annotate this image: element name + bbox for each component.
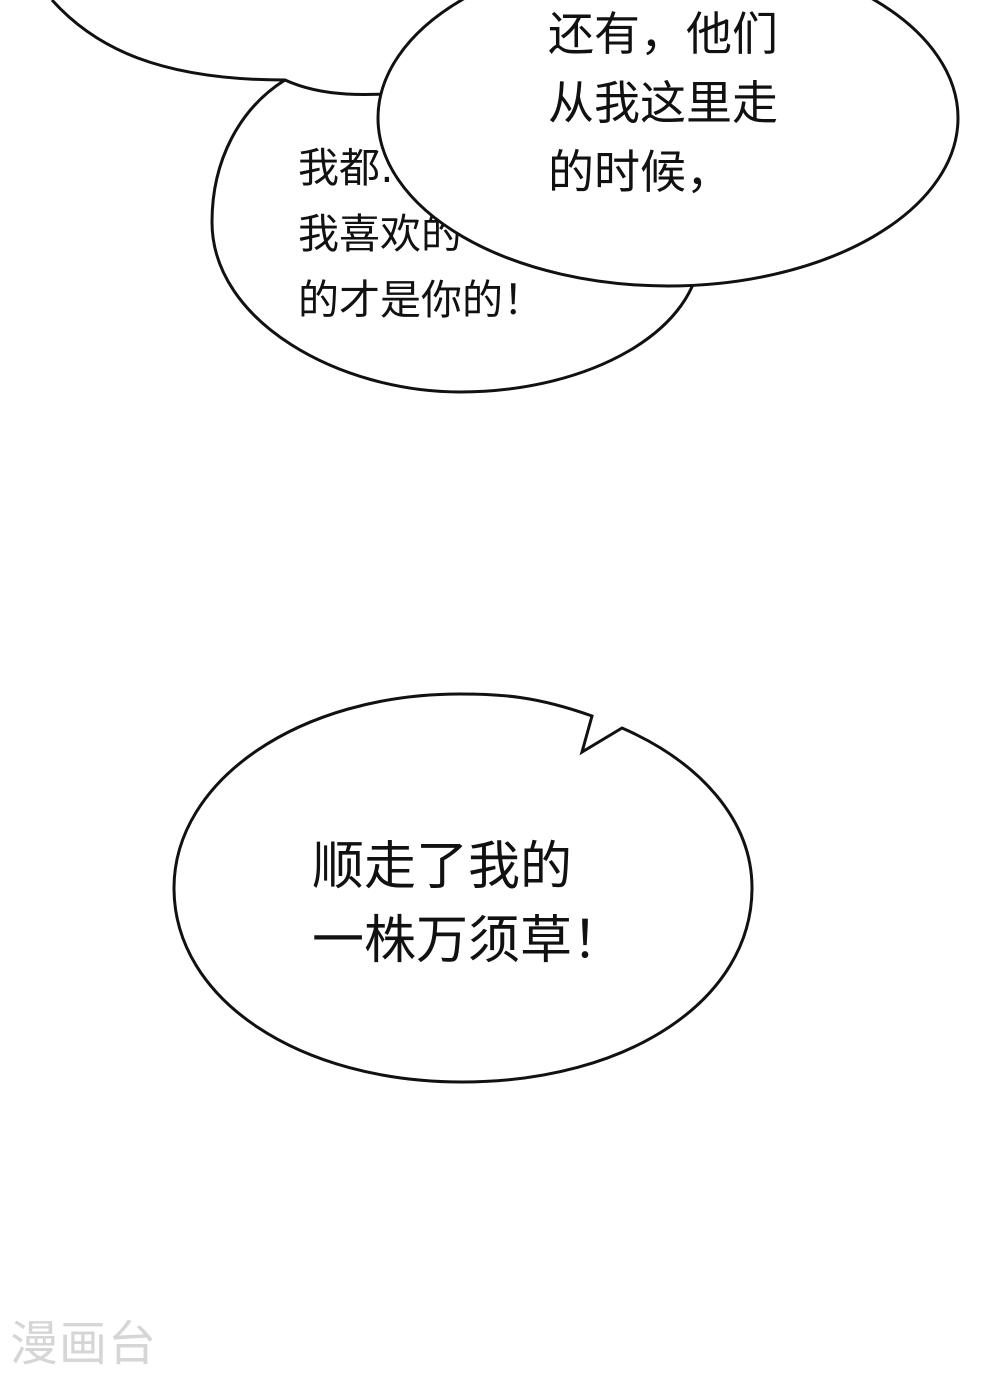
front-bubble-line: 的时候， [548, 145, 732, 199]
partial-top-bubble-outline [50, 0, 286, 82]
watermark-logo: 漫画台 [10, 1316, 158, 1372]
lower-bubble-text: 顺走了我的 一株万须草！ [312, 830, 624, 978]
lower-bubble-line: 一株万须草！ [312, 911, 625, 971]
lower-bubble-line: 顺走了我的 [312, 837, 573, 897]
front-bubble-line: 从我这里走 [548, 76, 778, 130]
partial-top-bubble [52, 0, 285, 80]
back-bubble-line: 我喜欢的 [298, 210, 462, 258]
back-bubble-line: 的才是你的！ [298, 276, 544, 324]
back-bubble-line: 我都… [298, 144, 421, 192]
front-bubble-text: 还有，他们 从我这里走 的时候， [548, 0, 778, 207]
front-bubble-line: 还有，他们 [548, 7, 778, 61]
back-bubble-text: 我都… 我喜欢的 的才是你的！ [298, 135, 544, 333]
